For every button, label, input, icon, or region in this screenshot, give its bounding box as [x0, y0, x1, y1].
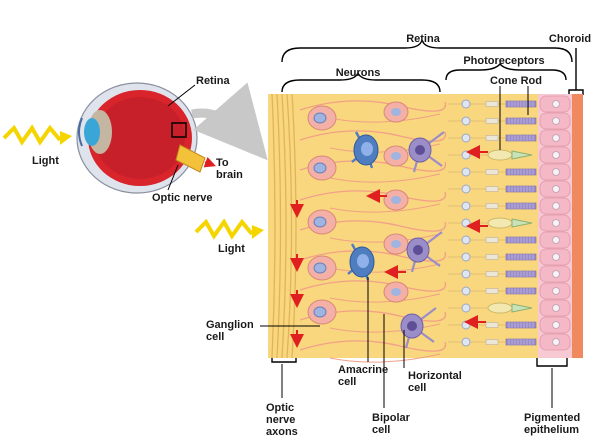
light-zigzag-mid — [194, 218, 264, 240]
neuron-layer — [299, 100, 447, 363]
bipolar-label-line1: Bipolar — [372, 412, 410, 424]
axon-fibers — [271, 93, 297, 359]
horizontal-label-line2: cell — [408, 382, 427, 394]
horizontal-label-line1: Horizontal — [408, 370, 462, 382]
ganglion-label-line2: cell — [206, 331, 225, 343]
choroid-label: Choroid — [548, 33, 592, 45]
amacrine-label-line1: Amacrine — [338, 364, 389, 376]
ganglion-label-line1: Ganglion — [206, 319, 254, 331]
light-zigzag-left — [2, 124, 72, 146]
to-brain-label-line1: To — [216, 157, 229, 169]
retina-label: Retina — [406, 33, 440, 45]
eye-illustration — [76, 82, 268, 194]
light-mid-label: Light — [218, 243, 245, 255]
cone-rod-label: Cone Rod — [490, 75, 542, 87]
light-left-label: Light — [32, 155, 59, 167]
pigmented-label-line1: Pigmented — [524, 412, 581, 424]
choroid-layer — [572, 94, 583, 358]
signal-arrows — [290, 145, 488, 348]
zoom-arrow — [191, 82, 268, 161]
optic-axons-label-line3: axons — [266, 426, 298, 438]
photoreceptors-label: Photoreceptors — [463, 55, 545, 67]
cone-cell — [487, 149, 513, 161]
optic-nerve-label: Optic nerve — [152, 192, 213, 204]
retina-callout-box — [171, 122, 187, 138]
pigmented-label-line2: epithelium — [524, 424, 580, 436]
brackets — [271, 39, 584, 367]
cone-cell — [487, 217, 513, 229]
leader-lines — [260, 86, 553, 408]
optic-axons-label-line2: nerve — [266, 414, 296, 426]
cone-cell — [487, 302, 513, 314]
neurons-label: Neurons — [335, 67, 381, 79]
eye-retina-label: Retina — [196, 75, 230, 87]
iris — [84, 118, 100, 146]
bipolar-label-line2: cell — [372, 424, 391, 436]
amacrine-label-line2: cell — [338, 376, 357, 388]
to-brain-label-line2: brain — [216, 169, 243, 181]
optic-axons-label-line1: Optic — [266, 402, 295, 414]
